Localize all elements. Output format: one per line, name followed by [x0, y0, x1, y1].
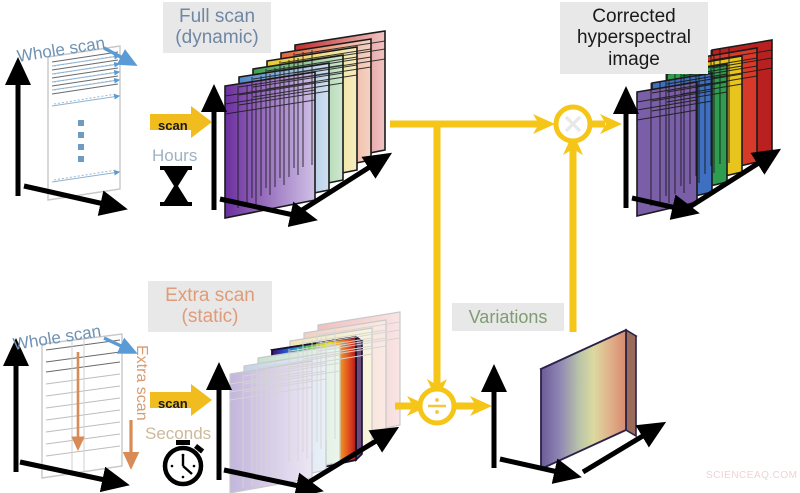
hyperspectral-cube-corrected: [613, 39, 782, 220]
whole-scan-panel-top: [4, 45, 128, 216]
divide-operator: [417, 386, 457, 426]
svg-text:Extra scan: Extra scan: [133, 345, 150, 421]
scan-arrow-bottom: [150, 384, 212, 416]
z-axis-arrow-cube-corrected: [686, 148, 782, 211]
z-axis-arrow-cube-top: [297, 152, 393, 215]
scan-arrow-top: [150, 106, 212, 138]
duration-seconds-label: Seconds: [145, 424, 212, 443]
extra-scan-vertical-label: Extra scan: [122, 345, 150, 470]
label-full-scan: Full scan (dynamic): [163, 2, 271, 53]
scan-arrow-bottom-label: scan: [158, 396, 188, 411]
scan-ellipsis-top: [78, 120, 84, 162]
z-axis-arrow-cube-bottom: [304, 426, 400, 487]
hyperspectral-cube-static: [206, 311, 401, 493]
x-axis-arrow-bottom-left: [19, 459, 130, 493]
multiply-operator: [553, 104, 593, 144]
x-axis-arrow-variation: [499, 456, 582, 484]
variation-slab: [481, 328, 667, 484]
label-extra-scan: Extra scan (static): [148, 281, 272, 332]
hourglass-icon: [160, 166, 192, 206]
label-variations: Variations: [452, 303, 564, 332]
x-axis-arrow-cube-bottom: [223, 467, 324, 493]
scan-arrow-top-label: scan: [158, 118, 188, 133]
x-axis-arrow-top-left: [23, 183, 128, 216]
watermark: SCIENCEAQ.COM: [706, 470, 798, 481]
hyperspectral-cube-dynamic: [201, 30, 393, 228]
stopwatch-icon: [162, 440, 205, 487]
x-axis-arrow-cube-corrected: [631, 194, 700, 220]
flow-pipeline: [390, 114, 622, 416]
duration-hours-label: Hours: [152, 146, 198, 165]
label-corrected-hyperspectral-image: Corrected hyperspectral image: [560, 2, 708, 74]
x-axis-arrow-cube-top: [219, 196, 318, 228]
z-axis-arrow-variation: [581, 421, 667, 475]
whole-scan-panel-bottom: [2, 333, 130, 493]
